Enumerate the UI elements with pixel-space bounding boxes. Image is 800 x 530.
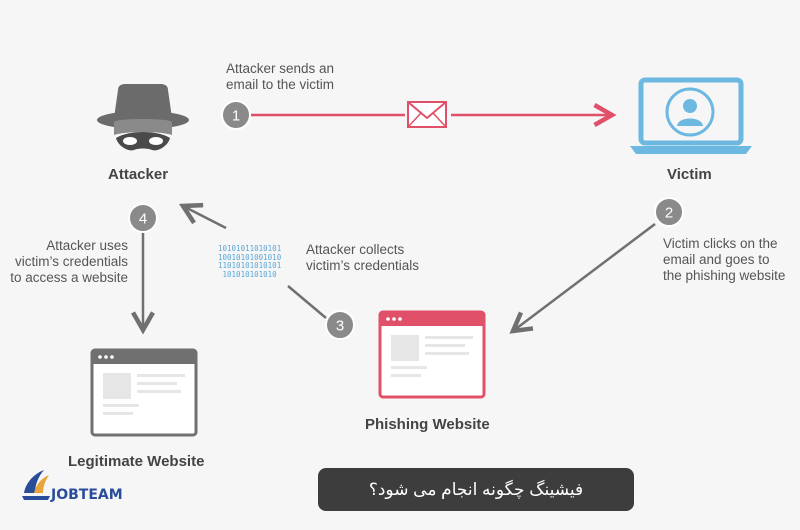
victim-laptop-icon xyxy=(630,77,752,154)
step3-arrow-upper xyxy=(178,202,227,230)
envelope-icon xyxy=(407,101,447,128)
step2-text: Victim clicks on the email and goes to t… xyxy=(663,236,785,284)
step1-line1: Attacker sends an xyxy=(226,61,335,76)
step4-line1: Attacker uses xyxy=(46,238,128,253)
caption-banner: فیشینگ چگونه انجام می شود؟ xyxy=(318,468,634,511)
step3-circle: 3 xyxy=(325,310,355,340)
step2-line3: the phishing website xyxy=(663,268,786,283)
legitimate-website-icon xyxy=(90,348,198,437)
phishing-website-icon xyxy=(378,310,486,399)
binary-line: 10101011010101 xyxy=(218,244,282,253)
step1-text: Attacker sends an email to the victim xyxy=(226,61,334,93)
step3-text: Attacker collects victim’s credentials xyxy=(306,242,419,274)
step2-arrow xyxy=(509,223,656,334)
attacker-icon xyxy=(97,84,189,151)
caption-text: فیشینگ چگونه انجام می شود؟ xyxy=(368,479,584,499)
step2-line1: Victim clicks on the xyxy=(663,236,778,251)
step3-line1: Attacker collects xyxy=(306,242,405,257)
step1-circle: 1 xyxy=(221,100,251,130)
binary-line: 10010101001010 xyxy=(218,252,282,262)
step4-circle: 4 xyxy=(128,203,158,233)
jobteam-logo-icon xyxy=(22,470,50,500)
legitimate-website-label: Legitimate Website xyxy=(68,453,205,470)
step3-number: 3 xyxy=(336,318,344,335)
binary-line: 11010101010101 xyxy=(218,261,282,270)
victim-label: Victim xyxy=(667,166,712,183)
step4-text: Attacker uses victim’s credentials to ac… xyxy=(10,238,128,286)
phishing-website-label: Phishing Website xyxy=(365,416,490,433)
step4-line2: victim’s credentials xyxy=(14,254,128,269)
step3-line2: victim’s credentials xyxy=(306,258,420,273)
step4-line3: to access a website xyxy=(10,270,128,285)
step2-line2: email and goes to xyxy=(663,252,770,267)
binary-line: 101010101010 xyxy=(222,269,277,279)
step4-number: 4 xyxy=(139,211,147,228)
step2-number: 2 xyxy=(665,205,673,222)
logo-text: JOBTEAM xyxy=(51,487,123,503)
step3-arrow-lower xyxy=(287,285,327,319)
step1-number: 1 xyxy=(232,108,240,125)
binary-data-icon: 10101011010101 10010101001010 1101010101… xyxy=(218,244,282,279)
step1-line2: email to the victim xyxy=(226,77,335,92)
step2-circle: 2 xyxy=(654,197,684,227)
attacker-label: Attacker xyxy=(108,166,169,183)
